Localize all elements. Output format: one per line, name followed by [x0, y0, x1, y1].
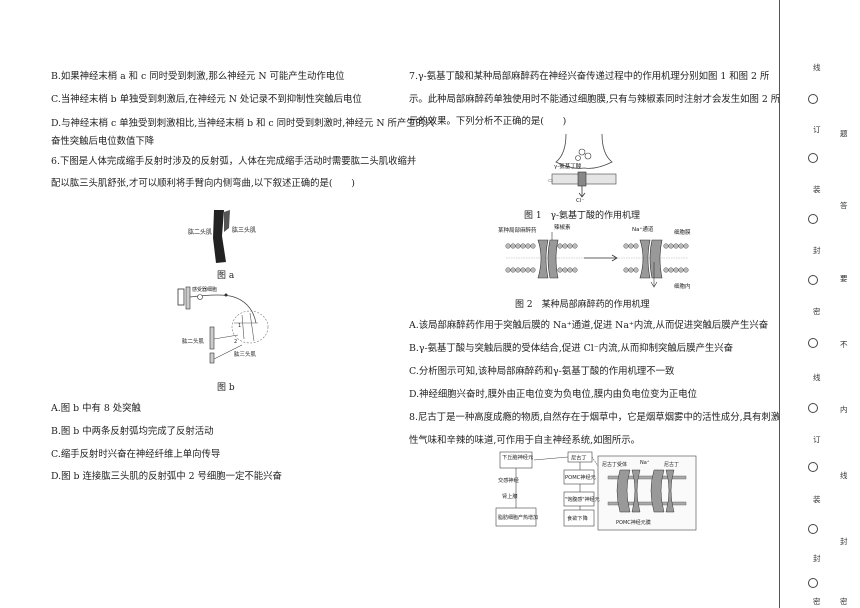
- binding-char: 装: [813, 495, 821, 504]
- q8-nicotine-label: 尼古丁: [571, 454, 587, 462]
- q8-nicotine2-label: 尼古丁: [664, 461, 679, 468]
- binding-hole: [808, 94, 818, 104]
- binding-notice-char: 内: [840, 405, 848, 414]
- binding-notice-char: 要: [840, 274, 848, 283]
- binding-char: 线: [813, 63, 821, 72]
- binding-char: 封: [813, 246, 821, 255]
- q7-option-b: B.γ-氨基丁酸与突触后膜的受体结合,促进 Cl⁻内流,从而抑制突触后膜产生兴奋: [409, 343, 733, 354]
- figure-a-biceps-label: 肱二头肌: [188, 228, 212, 236]
- figure-a-arm: 肱二头肌 肱三头肌: [188, 210, 256, 263]
- q8-adrenal-label: 肾上腺: [502, 492, 518, 500]
- binding-char: 订: [813, 125, 821, 134]
- binding-char: 密: [813, 307, 821, 316]
- q8-receptor-label: 尼古丁受体: [602, 461, 627, 468]
- q8-hypothalamus-label: 下丘脑神经元: [502, 453, 533, 461]
- q6-option-b: B.图 b 中两条反射弧均完成了反射活动: [51, 426, 214, 437]
- figure-2-membrane-label: 细胞膜: [674, 228, 691, 236]
- q7-stem-line1: 7.γ-氨基丁酸和某种局部麻醉药在神经兴奋传递过程中的作用机理分别如图 1 和图…: [409, 71, 770, 82]
- binding-hole: [808, 153, 818, 163]
- binding-hole: [808, 524, 818, 534]
- q8-satiety-neuron-label: "饱腹感"神经元: [565, 496, 600, 503]
- q7-option-c: C.分析图示可知,该种局部麻醉药和γ-氨基丁酸的作用机理不一致: [409, 366, 675, 377]
- svg-text:▭: ▭: [548, 178, 553, 184]
- q8-appetite-label: 食欲下降: [567, 514, 588, 522]
- figure-2-caption: 图 2 某种局部麻醉药的作用机理: [515, 300, 650, 310]
- q6-option-c: C.缩手反射时兴奋在神经纤维上单向传导: [51, 449, 221, 460]
- binding-hole: [808, 462, 818, 472]
- q7-option-d: D.神经细胞兴奋时,膜外由正电位变为负电位,膜内由负电位变为正电位: [409, 389, 697, 400]
- binding-char: 密: [813, 597, 821, 606]
- figure-a-triceps-label: 肱三头肌: [232, 226, 256, 234]
- figure-1-gaba: γ-氨基丁酸 ▭ Cl⁻: [548, 134, 617, 204]
- q7-option-a: A.该局部麻醉药作用于突触后膜的 Na⁺通道,促进 Na⁺内流,从而促进突触后膜…: [409, 320, 769, 331]
- figure-b-caption: 图 b: [217, 383, 235, 393]
- figure-2-drug-label: 某种局部麻醉药: [498, 226, 537, 234]
- figure-b-triceps-label: 肱三头肌: [234, 350, 257, 358]
- binding-char: 订: [813, 435, 821, 444]
- binding-notice-char: 线: [840, 471, 848, 480]
- binding-hole: [808, 578, 818, 588]
- q5-option-d-line2: 奋性突触后电位数值下降: [51, 136, 155, 147]
- q5-option-c: C.当神经末梢 b 单独受到刺激后,在神经元 N 处记录不到抑制性突触后电位: [51, 94, 362, 105]
- q8-pomc-neuron-label: POMC神经元: [565, 473, 596, 481]
- binding-notice-char: 不: [840, 340, 848, 349]
- binding-char: 线: [813, 373, 821, 382]
- q5-option-d-line1: D.与神经末梢 c 单独受到刺激相比,当神经末梢 b 和 c 同时受到刺激时,神…: [51, 118, 435, 129]
- figure-a-caption: 图 a: [217, 271, 235, 281]
- q8-sympathetic-label: 交感神经: [498, 476, 519, 484]
- figure-b-biceps-label: 肱二头肌: [182, 337, 205, 345]
- binding-divider: [779, 0, 780, 608]
- figure-q8-nicotine: 下丘脑神经元 尼古丁 交感神经 POMC神经元 肾上腺 "饱腹感"神经元 脂肪细…: [495, 451, 697, 531]
- q6-option-a: A.图 b 中有 8 处突触: [51, 403, 141, 414]
- binding-hole: [808, 214, 818, 224]
- figure-b-num-1: 1: [238, 323, 241, 329]
- figure-1-gaba-label: γ-氨基丁酸: [554, 162, 582, 170]
- q6-stem-line2: 配以肱三头肌舒张,才可以顺利将手臂向内侧弯曲,以下叙述正确的是( ): [51, 178, 355, 189]
- q5-option-b: B.如果神经末梢 a 和 c 同时受到刺激,那么神经元 N 可能产生动作电位: [51, 71, 345, 82]
- figure-1-caption: 图 1 γ-氨基丁酸的作用机理: [524, 211, 641, 221]
- binding-notice-char: 题: [840, 129, 848, 138]
- q8-pomc-membrane-label: POMC神经元膜: [616, 519, 651, 526]
- figure-1-cl-label: Cl⁻: [576, 198, 584, 204]
- figure-b-num-2: 2: [234, 339, 237, 345]
- figure-2-na-channel-label: Na⁺通道: [632, 225, 654, 233]
- binding-notice-char: 密: [840, 597, 848, 606]
- binding-hole: [808, 403, 818, 413]
- figure-b-receptor-label: 感受器细胞: [192, 286, 217, 293]
- binding-hole: [808, 275, 818, 285]
- binding-notice-char: 封: [840, 537, 848, 546]
- q8-stem-line2: 性气味和辛辣的味道,可作用于自主神经系统,如图所示。: [409, 435, 640, 446]
- q8-na-label: Na⁺: [640, 460, 650, 466]
- figure-2-inside-label: 细胞内: [674, 282, 691, 290]
- figure-b-reflex-arc: 感受器细胞 肱二头肌 肱三头肌 1 2: [177, 286, 269, 364]
- figure-2-anesthetic: 某种局部麻醉药 辣椒素 Na⁺通道 细胞膜 细胞内: [498, 223, 691, 290]
- q8-stem-line1: 8.尼古丁是一种高度成瘾的物质,自然存在于烟草中，它是烟草烟雾中的活性成分,具有…: [409, 412, 781, 423]
- q6-stem-line1: 6.下图是人体完成缩手反射时涉及的反射弧，人体在完成缩手活动时需要肱二头肌收缩并: [51, 156, 417, 167]
- q8-fat-cell-label: 脂肪细胞产热增加: [498, 514, 538, 521]
- binding-notice-char: 答: [840, 201, 848, 210]
- q7-stem-line2: 示。此种局部麻醉药单独使用时不能通过细胞膜,只有与辣椒素同时注射才会发生如图 2…: [409, 94, 781, 105]
- binding-char: 封: [813, 554, 821, 563]
- q7-stem-line3: 示的效果。下列分析不正确的是( ): [409, 116, 567, 127]
- q6-option-d: D.图 b 连接肱三头肌的反射弧中 2 号细胞一定不能兴奋: [51, 471, 282, 482]
- binding-hole: [808, 338, 818, 348]
- figure-2-capsaicin-label: 辣椒素: [554, 223, 571, 231]
- binding-char: 装: [813, 185, 821, 194]
